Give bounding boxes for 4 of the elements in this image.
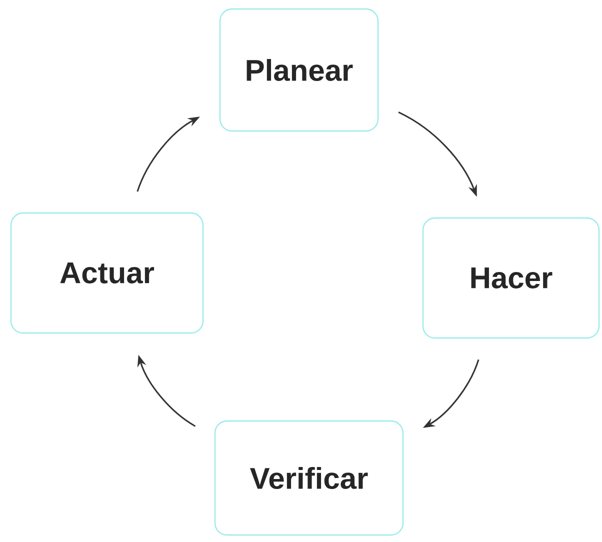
process-box: Hacer	[422, 217, 600, 339]
process-box: Verificar	[214, 420, 404, 536]
process-box: Planear	[219, 8, 379, 132]
process-box: Actuar	[10, 212, 204, 334]
